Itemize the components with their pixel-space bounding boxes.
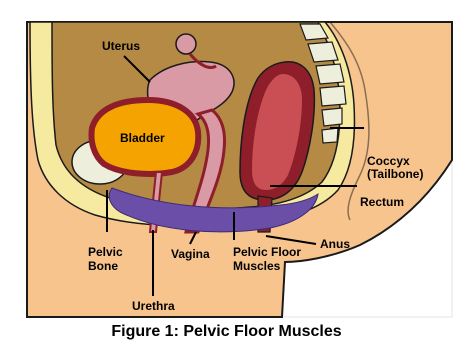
label-pelvic-bone-1: Pelvic bbox=[88, 245, 123, 259]
label-uterus: Uterus bbox=[102, 39, 140, 53]
figure-caption: Figure 1: Pelvic Floor Muscles bbox=[0, 323, 453, 341]
label-bladder: Bladder bbox=[120, 131, 165, 145]
ovary bbox=[176, 34, 196, 54]
label-pelvic-floor-2: Muscles bbox=[233, 259, 281, 273]
label-pelvic-floor-1: Pelvic Floor bbox=[233, 245, 301, 259]
label-rectum: Rectum bbox=[360, 195, 404, 209]
label-vagina: Vagina bbox=[171, 247, 210, 261]
label-urethra: Urethra bbox=[132, 299, 175, 313]
label-pelvic-bone-2: Bone bbox=[88, 259, 118, 273]
label-coccyx: Coccyx bbox=[367, 154, 410, 168]
label-tailbone: (Tailbone) bbox=[367, 167, 423, 181]
label-anus: Anus bbox=[320, 237, 350, 251]
